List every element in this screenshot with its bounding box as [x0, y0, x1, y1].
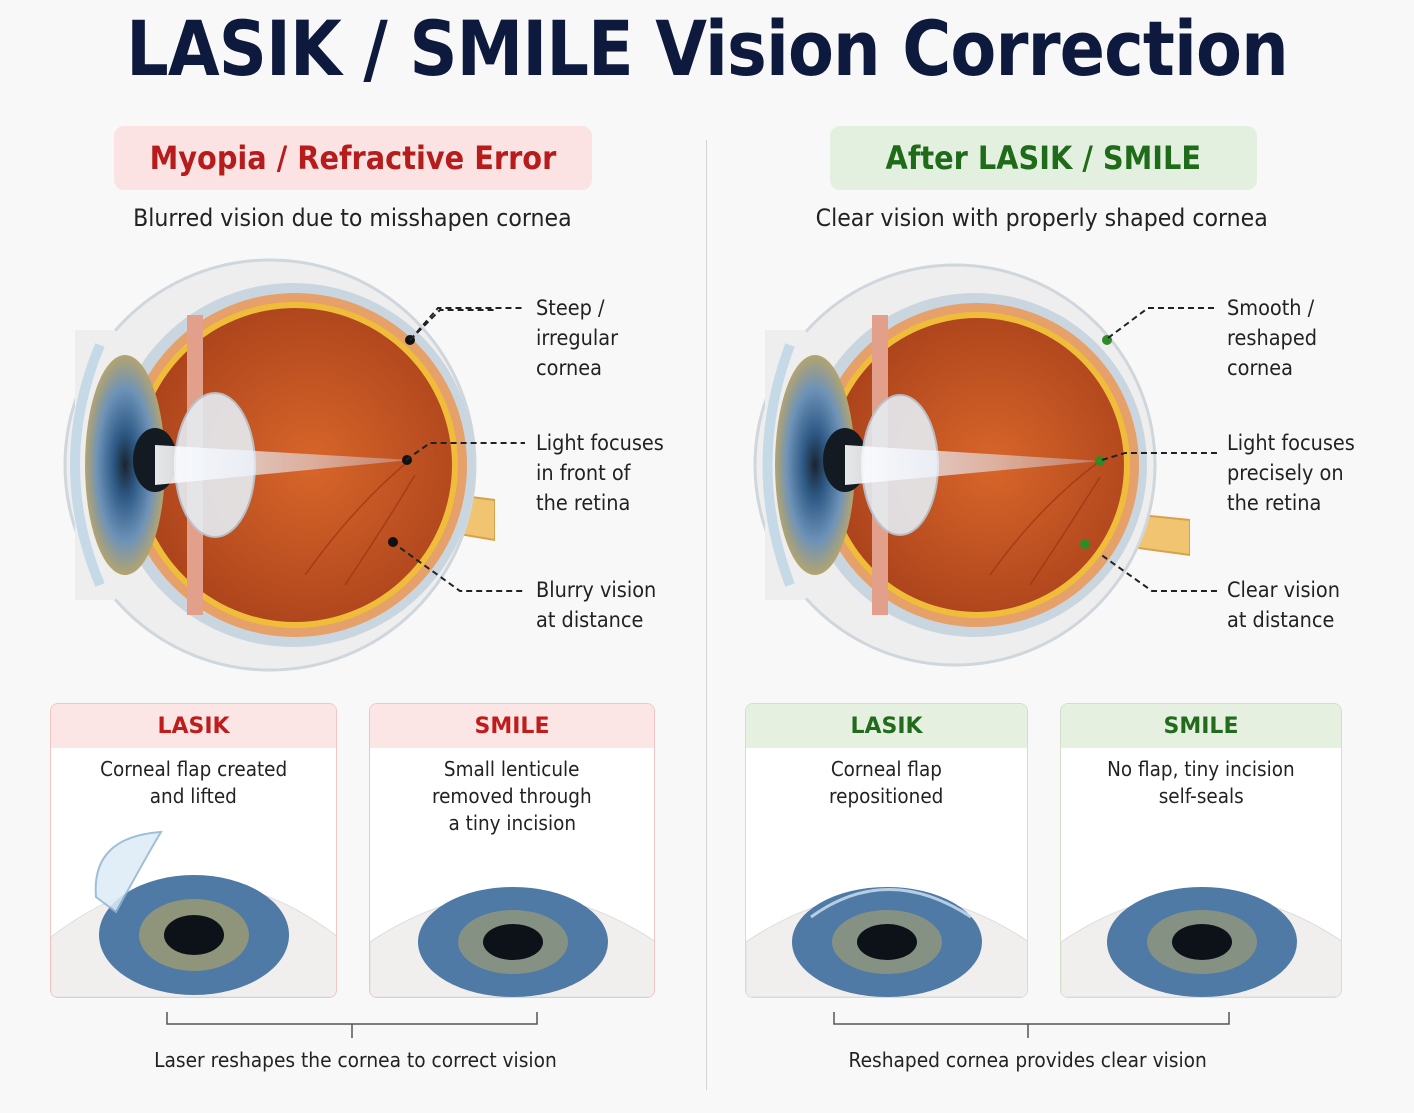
- myopia-subtitle: Blurred vision due to misshapen cornea: [132, 204, 572, 232]
- right-bracket: [833, 1012, 1230, 1038]
- right-caption: Reshaped cornea provides clear vision: [848, 1048, 1208, 1072]
- page-title: LASIK / SMILE Vision Correction: [126, 4, 1289, 93]
- left-bracket: [166, 1012, 538, 1038]
- after-heading: After LASIK / SMILE: [830, 126, 1257, 190]
- corrected-leader-lines: [1100, 307, 1218, 592]
- card-title: SMILE: [1061, 704, 1341, 748]
- eye-healed-illustration: [1061, 887, 1341, 997]
- corrected-eye-diagram: [753, 263, 1190, 667]
- card-title: SMILE: [370, 704, 654, 748]
- eye-smile-illustration: [370, 887, 654, 997]
- center-divider: [706, 140, 707, 1090]
- myopia-leader-lines: [400, 307, 525, 592]
- myopia-eye-diagram: [63, 258, 495, 672]
- eye-with-flap-illustration: [51, 830, 336, 997]
- card-title: LASIK: [746, 704, 1027, 748]
- left-caption: Laser reshapes the cornea to correct vis…: [153, 1048, 557, 1072]
- after-subtitle: Clear vision with properly shaped cornea: [815, 204, 1269, 232]
- card-title: LASIK: [51, 704, 336, 748]
- myopia-heading: Myopia / Refractive Error: [114, 126, 592, 190]
- eye-flap-repositioned-illustration: [746, 887, 1027, 997]
